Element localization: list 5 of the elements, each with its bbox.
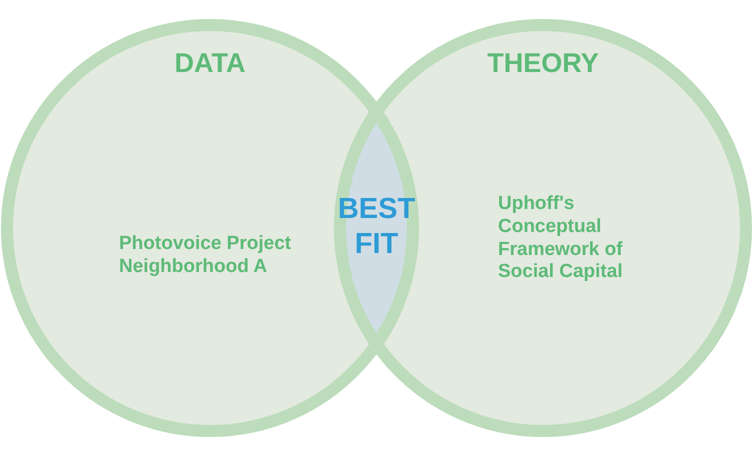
circle-label: Uphoff's Conceptual Framework of Social Capital xyxy=(498,193,624,284)
overlap-label: BEST FIT xyxy=(336,192,416,262)
circle-heading: THEORY xyxy=(486,47,600,80)
circle-heading: DATA xyxy=(174,47,246,80)
circle-label: Photovoice Project Neighborhood A xyxy=(119,233,292,279)
